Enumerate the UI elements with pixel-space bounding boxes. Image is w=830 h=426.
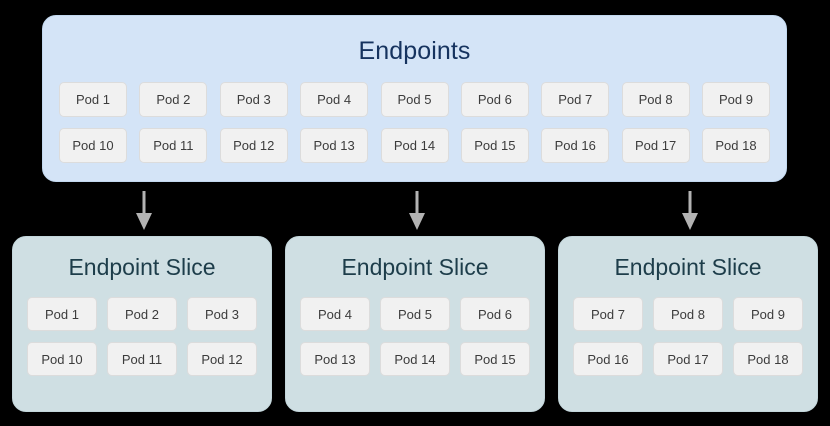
arrow-down-icon [136,191,152,230]
endpoint-slice-pod-row: Pod 10 Pod 11 Pod 12 [27,342,257,376]
pod-chip[interactable]: Pod 5 [380,297,450,331]
endpoint-slice-pod-row: Pod 16 Pod 17 Pod 18 [573,342,803,376]
pod-chip[interactable]: Pod 9 [702,82,770,117]
pod-chip[interactable]: Pod 18 [733,342,803,376]
endpoints-pod-row: Pod 10 Pod 11 Pod 12 Pod 13 Pod 14 Pod 1… [59,128,770,163]
pod-chip[interactable]: Pod 1 [27,297,97,331]
endpoint-slice-pod-row: Pod 7 Pod 8 Pod 9 [573,297,803,331]
pod-chip[interactable]: Pod 6 [460,297,530,331]
pod-chip[interactable]: Pod 2 [107,297,177,331]
pod-chip[interactable]: Pod 17 [621,128,690,163]
endpoint-slice-pod-row: Pod 4 Pod 5 Pod 6 [300,297,530,331]
endpoint-slice-pod-grid: Pod 1 Pod 2 Pod 3 Pod 10 Pod 11 Pod 12 [13,297,271,376]
pod-chip[interactable]: Pod 7 [541,82,610,117]
pod-chip[interactable]: Pod 16 [573,342,643,376]
endpoints-pod-grid: Pod 1 Pod 2 Pod 3 Pod 4 Pod 5 Pod 6 Pod … [43,82,786,163]
pod-chip[interactable]: Pod 12 [219,128,288,163]
pod-chip[interactable]: Pod 16 [541,128,610,163]
pod-chip[interactable]: Pod 14 [380,342,450,376]
pod-chip[interactable]: Pod 15 [460,342,530,376]
endpoint-slice-container-3: Endpoint Slice Pod 7 Pod 8 Pod 9 Pod 16 … [558,236,818,412]
pod-chip[interactable]: Pod 13 [300,128,369,163]
endpoint-slice-title: Endpoint Slice [341,254,489,280]
pod-chip[interactable]: Pod 3 [187,297,257,331]
endpoint-slice-title: Endpoint Slice [614,254,762,280]
pod-chip[interactable]: Pod 12 [187,342,257,376]
pod-chip[interactable]: Pod 1 [59,82,127,117]
pod-chip[interactable]: Pod 4 [300,297,370,331]
endpoints-container: Endpoints Pod 1 Pod 2 Pod 3 Pod 4 Pod 5 … [42,15,787,182]
endpoint-slice-pod-grid: Pod 7 Pod 8 Pod 9 Pod 16 Pod 17 Pod 18 [559,297,817,376]
endpoints-title: Endpoints [358,37,471,65]
endpoint-slice-pod-row: Pod 1 Pod 2 Pod 3 [27,297,257,331]
pod-chip[interactable]: Pod 17 [653,342,723,376]
pod-chip[interactable]: Pod 14 [380,128,449,163]
pod-chip[interactable]: Pod 11 [139,128,208,163]
pod-chip[interactable]: Pod 2 [139,82,208,117]
endpoint-slice-pod-row: Pod 13 Pod 14 Pod 15 [300,342,530,376]
pod-chip[interactable]: Pod 18 [702,128,770,163]
pod-chip[interactable]: Pod 5 [380,82,449,117]
endpoint-slice-container-1: Endpoint Slice Pod 1 Pod 2 Pod 3 Pod 10 … [12,236,272,412]
pod-chip[interactable]: Pod 8 [621,82,690,117]
pod-chip[interactable]: Pod 6 [460,82,529,117]
pod-chip[interactable]: Pod 8 [653,297,723,331]
pod-chip[interactable]: Pod 3 [219,82,288,117]
pod-chip[interactable]: Pod 15 [460,128,529,163]
endpoint-slice-title: Endpoint Slice [68,254,216,280]
pod-chip[interactable]: Pod 11 [107,342,177,376]
arrow-down-icon [682,191,698,230]
pod-chip[interactable]: Pod 13 [300,342,370,376]
pod-chip[interactable]: Pod 10 [27,342,97,376]
pod-chip[interactable]: Pod 4 [300,82,369,117]
pod-chip[interactable]: Pod 10 [59,128,127,163]
endpoint-slice-container-2: Endpoint Slice Pod 4 Pod 5 Pod 6 Pod 13 … [285,236,545,412]
pod-chip[interactable]: Pod 9 [733,297,803,331]
arrow-down-icon [409,191,425,230]
endpoint-slice-pod-grid: Pod 4 Pod 5 Pod 6 Pod 13 Pod 14 Pod 15 [286,297,544,376]
endpoints-pod-row: Pod 1 Pod 2 Pod 3 Pod 4 Pod 5 Pod 6 Pod … [59,82,770,117]
pod-chip[interactable]: Pod 7 [573,297,643,331]
